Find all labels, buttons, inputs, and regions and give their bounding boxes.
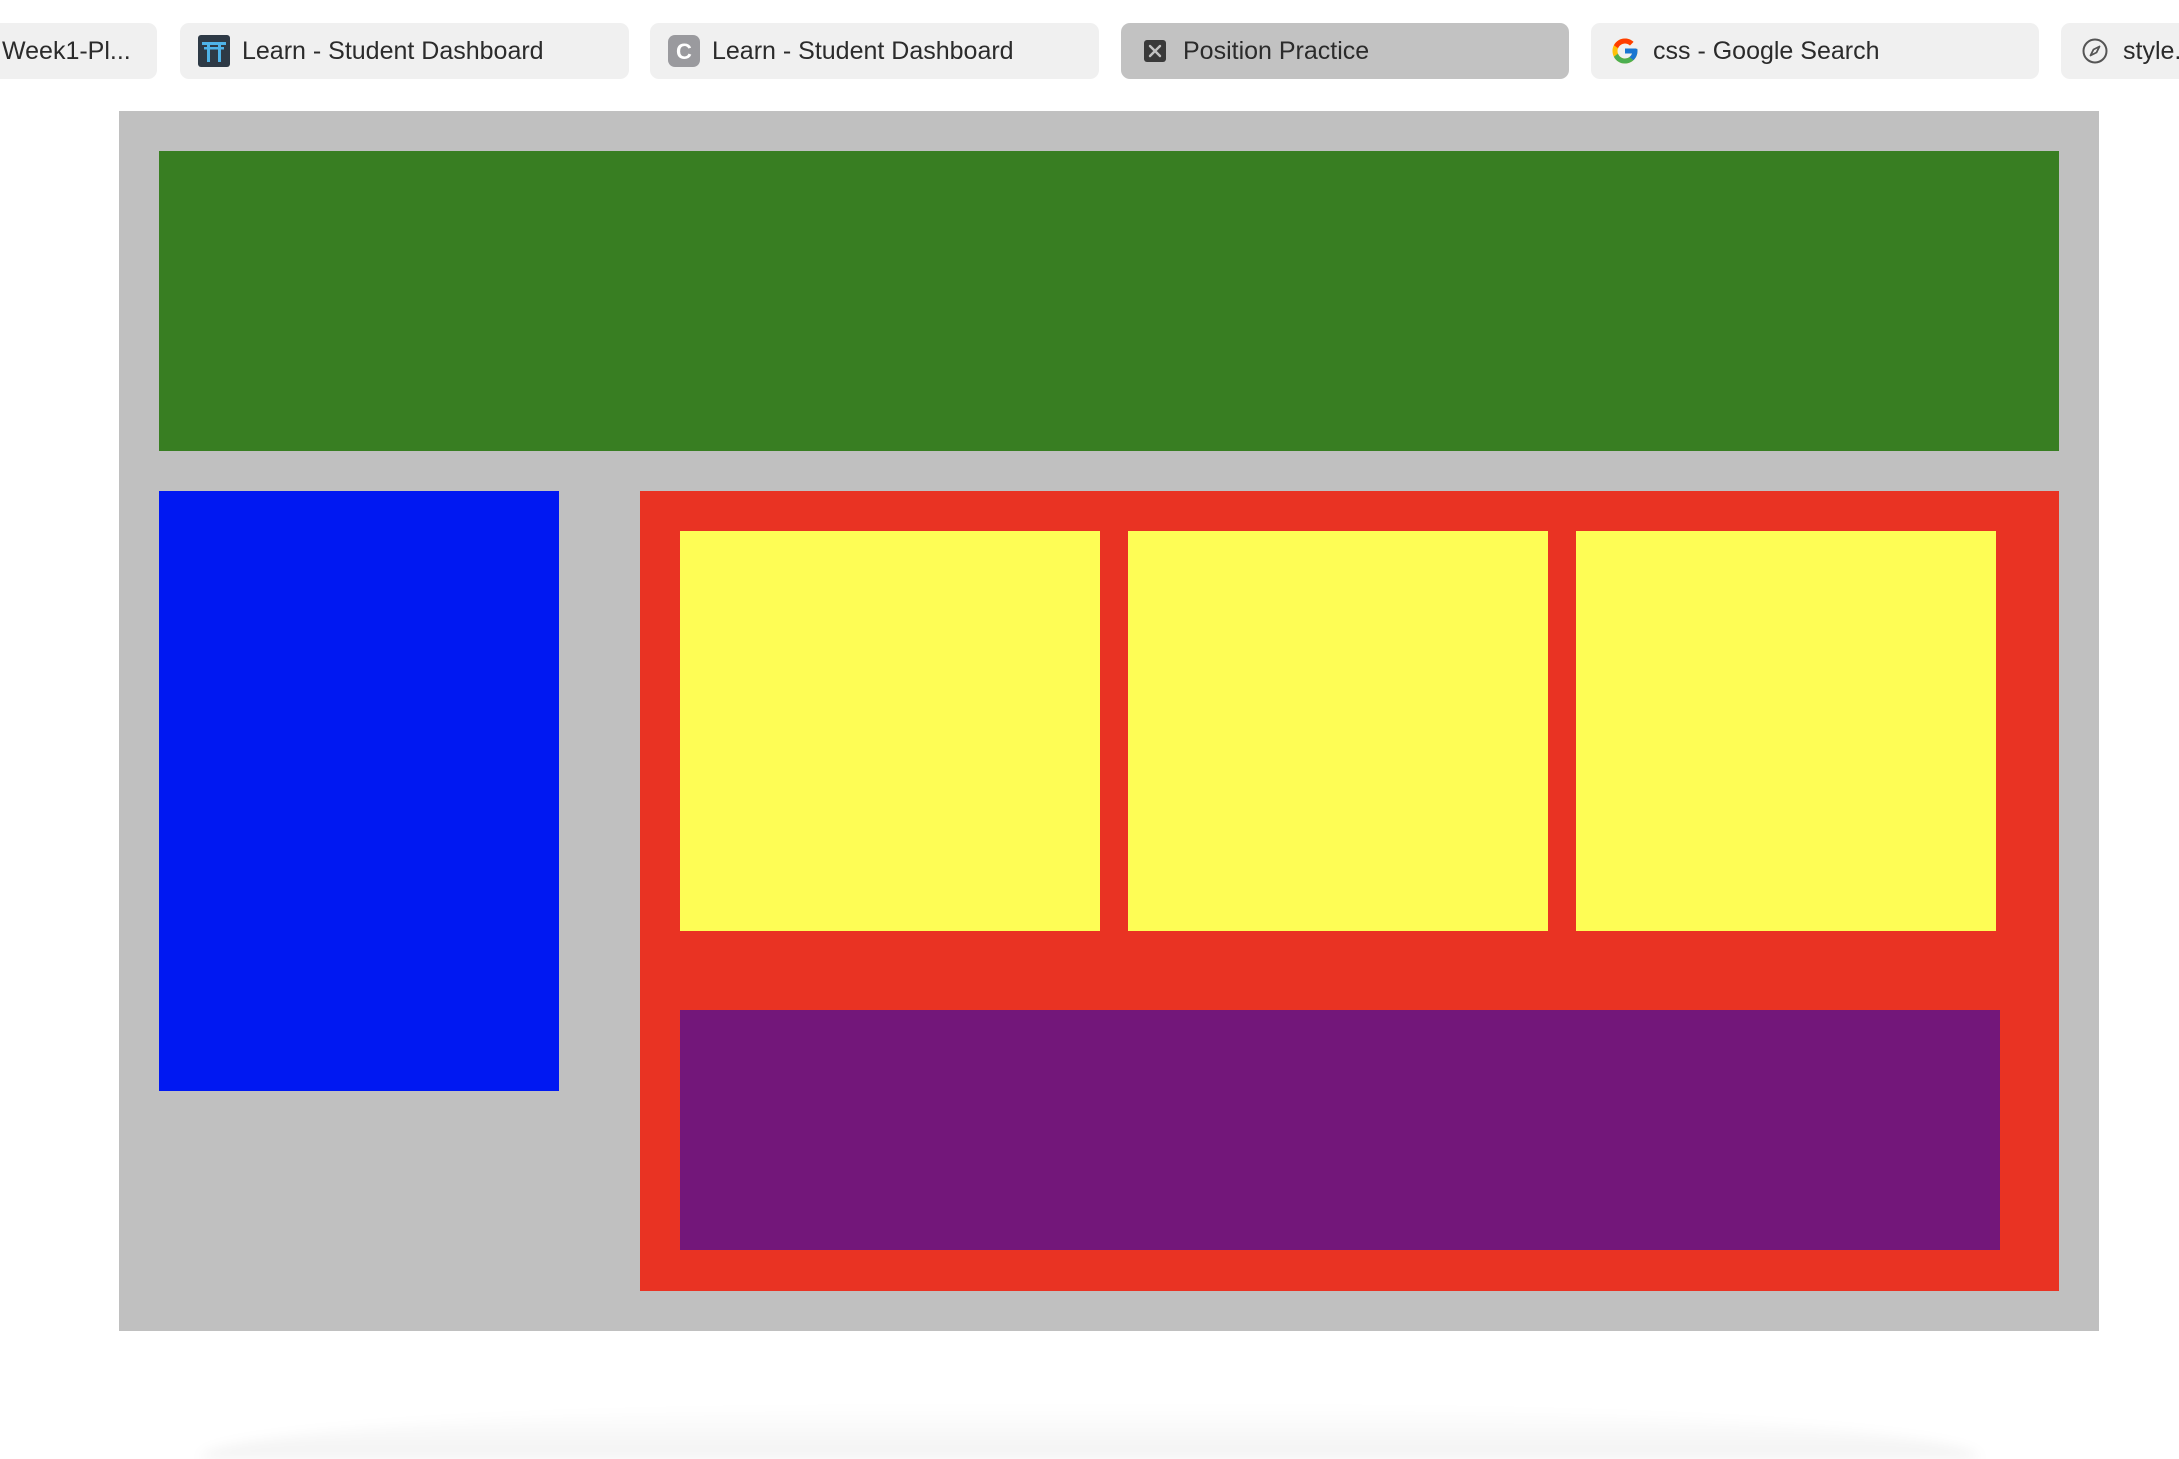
tab-learn-student-dashboard-1[interactable]: Learn - Student Dashboard <box>180 23 629 79</box>
card-box <box>1576 531 1996 931</box>
svg-text:C: C <box>676 39 692 64</box>
google-g-icon <box>1609 35 1641 67</box>
main-box <box>640 491 2059 1291</box>
compass-icon <box>2079 35 2111 67</box>
c-letter-icon: C <box>668 35 700 67</box>
tab-position-practice[interactable]: Position Practice <box>1121 23 1569 79</box>
card-box <box>1128 531 1548 931</box>
tab-label: Learn - Student Dashboard <box>712 36 1014 65</box>
tab-style[interactable]: style. <box>2061 23 2179 79</box>
tab-label: css - Google Search <box>1653 36 1880 65</box>
tab-label: style. <box>2123 36 2179 65</box>
tab-label: Week1-Pl... <box>2 36 131 65</box>
card-box <box>680 531 1100 931</box>
header-box <box>159 151 2059 451</box>
close-x-icon[interactable] <box>1139 35 1171 67</box>
tab-learn-student-dashboard-2[interactable]: C Learn - Student Dashboard <box>650 23 1099 79</box>
footer-box <box>680 1010 2000 1250</box>
tab-css-google-search[interactable]: css - Google Search <box>1591 23 2039 79</box>
window-shadow <box>200 1405 1980 1459</box>
page-container <box>119 111 2099 1331</box>
sidebar-box <box>159 491 559 1091</box>
browser-tab-bar: Week1-Pl... Learn - Student Dashboard C … <box>0 0 2179 100</box>
tab-week1[interactable]: Week1-Pl... <box>0 23 157 79</box>
torii-gate-icon <box>198 35 230 67</box>
tab-label: Learn - Student Dashboard <box>242 36 544 65</box>
tab-label: Position Practice <box>1183 36 1370 65</box>
